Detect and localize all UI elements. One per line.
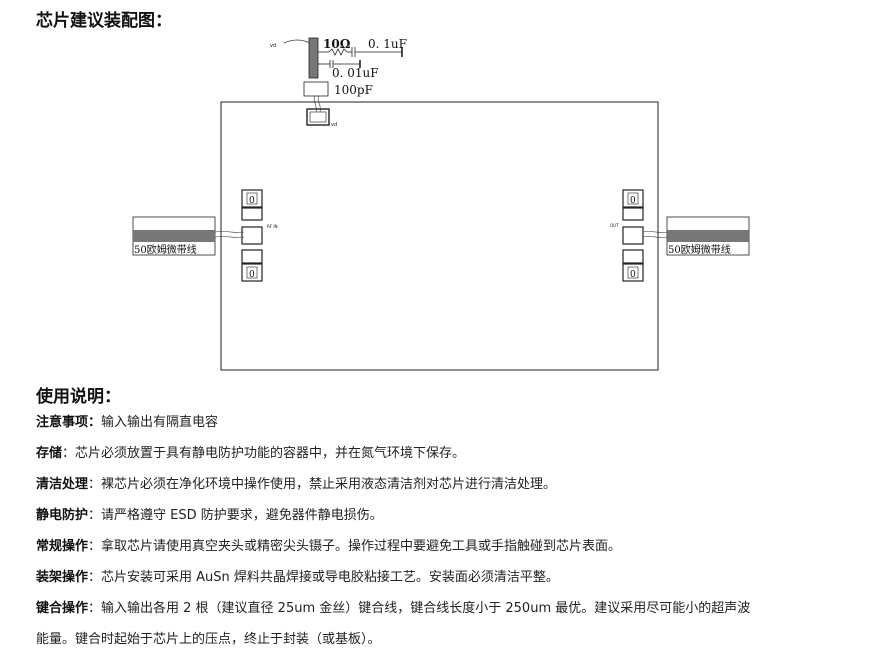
page-title: 芯片建议装配图： <box>36 11 172 31</box>
vd-pad <box>306 108 330 126</box>
note-item: 键合操作：输入输出各用 2 根（建议直径 25um 金丝）键合线，键合线长度小于… <box>36 601 751 616</box>
usage-title: 使用说明： <box>36 387 121 407</box>
out-pad <box>622 226 644 245</box>
note-item: 注意事项：输入输出有隔直电容 <box>36 415 219 430</box>
left-line-label: 50欧姆微带线 <box>134 243 197 256</box>
left-pad-column: 0 RF IN 0 <box>241 189 278 282</box>
note-item: 清洁处理：裸芯片必须在净化环境中操作使用，禁止采用液态清洁剂对芯片进行清洁处理。 <box>36 477 557 492</box>
resistor-label: 10Ω <box>323 37 351 51</box>
cap2-label: 0. 01uF <box>332 66 379 80</box>
note-item: 常规操作：拿取芯片请使用真空夹头或精密尖头镊子。操作过程中要避免工具或手指触碰到… <box>36 539 622 554</box>
assembly-diagram: vd 10Ω 0. 1uF 0. 01uF 100pF vd 0 <box>132 37 750 371</box>
note-item: 能量。键合时起始于芯片上的压点，终止于封装（或基板）。 <box>36 632 381 647</box>
rfin-pad <box>241 226 263 245</box>
cap1-label: 0. 1uF <box>368 37 407 51</box>
bias-network: vd 10Ω 0. 1uF 0. 01uF 100pF vd <box>270 37 407 128</box>
note-item: 静电防护：请严格遵守 ESD 防护要求，避免器件静电损伤。 <box>36 508 383 523</box>
left-microstrip: 50欧姆微带线 <box>132 216 245 256</box>
bias-bar <box>308 37 319 79</box>
right-pad-column: 0 OUT 0 <box>610 189 644 282</box>
chip-body <box>220 101 659 371</box>
resistor <box>328 48 348 56</box>
note-item: 存储：芯片必须放置于具有静电防护功能的容器中，并在氮气环境下保存。 <box>36 446 466 461</box>
vd-top-label: vd <box>270 43 276 49</box>
svg-text:0: 0 <box>249 270 255 280</box>
svg-text:0: 0 <box>249 196 255 206</box>
svg-text:0: 0 <box>630 270 636 280</box>
usage-notes: 注意事项：输入输出有隔直电容 存储：芯片必须放置于具有静电防护功能的容器中，并在… <box>36 414 866 649</box>
right-microstrip: 50欧姆微带线 <box>642 216 750 256</box>
svg-text:0: 0 <box>630 196 636 206</box>
vd-pad-label: vd <box>331 122 337 128</box>
rfin-label: RF IN <box>267 224 278 229</box>
right-line-label: 50欧姆微带线 <box>668 243 731 256</box>
out-label: OUT <box>610 223 619 228</box>
note-item: 装架操作：芯片安装可采用 AuSn 焊料共晶焊接或导电胶粘接工艺。安装面必须清洁… <box>36 570 559 585</box>
cap3-label: 100pF <box>334 83 373 97</box>
cap3-box <box>303 81 329 97</box>
